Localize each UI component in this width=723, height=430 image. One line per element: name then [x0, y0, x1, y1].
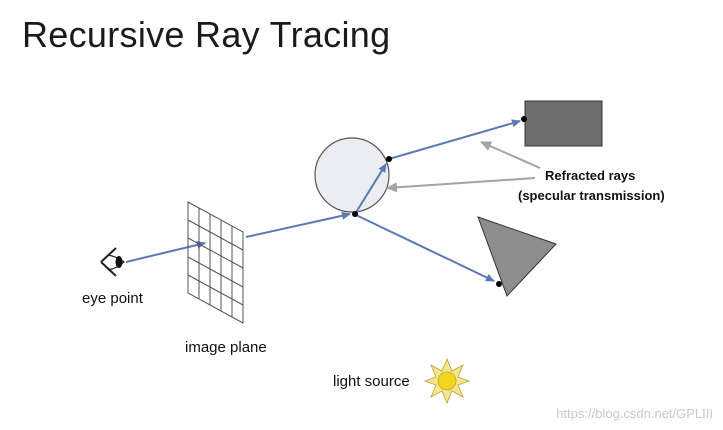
sun-icon	[423, 357, 471, 405]
rectangle-object	[524, 100, 603, 147]
intersection-dot-sphere-entry	[352, 211, 358, 217]
sphere	[314, 137, 390, 213]
annotation-arrow-upper	[480, 141, 541, 169]
source-watermark: https://blog.csdn.net/GPLIII	[556, 406, 713, 421]
refracted-ray-inside-sphere	[354, 163, 387, 215]
intersection-dot-triangle	[496, 281, 502, 287]
image-plane-grid	[187, 201, 244, 324]
transmitted-ray-to-rectangle	[388, 119, 521, 160]
intersection-dot-sphere-exit	[386, 156, 392, 162]
refracted-rays-label-line1: Refracted rays	[545, 168, 635, 183]
slide-title: Recursive Ray Tracing	[22, 14, 391, 55]
intersection-dot-rectangle	[521, 116, 527, 122]
primary-ray-plane-to-sphere	[245, 211, 351, 238]
primary-ray-eye	[125, 240, 206, 263]
eye-icon	[100, 247, 125, 277]
refracted-rays-label-line2: (specular transmission)	[518, 188, 665, 203]
eye-point-label: eye point	[82, 290, 144, 307]
reflected-ray-to-triangle	[355, 214, 495, 282]
triangle-object	[477, 216, 557, 297]
image-plane-label: image plane	[185, 339, 267, 356]
light-source-label: light source	[333, 373, 410, 390]
annotation-arrow-lower	[386, 177, 536, 193]
